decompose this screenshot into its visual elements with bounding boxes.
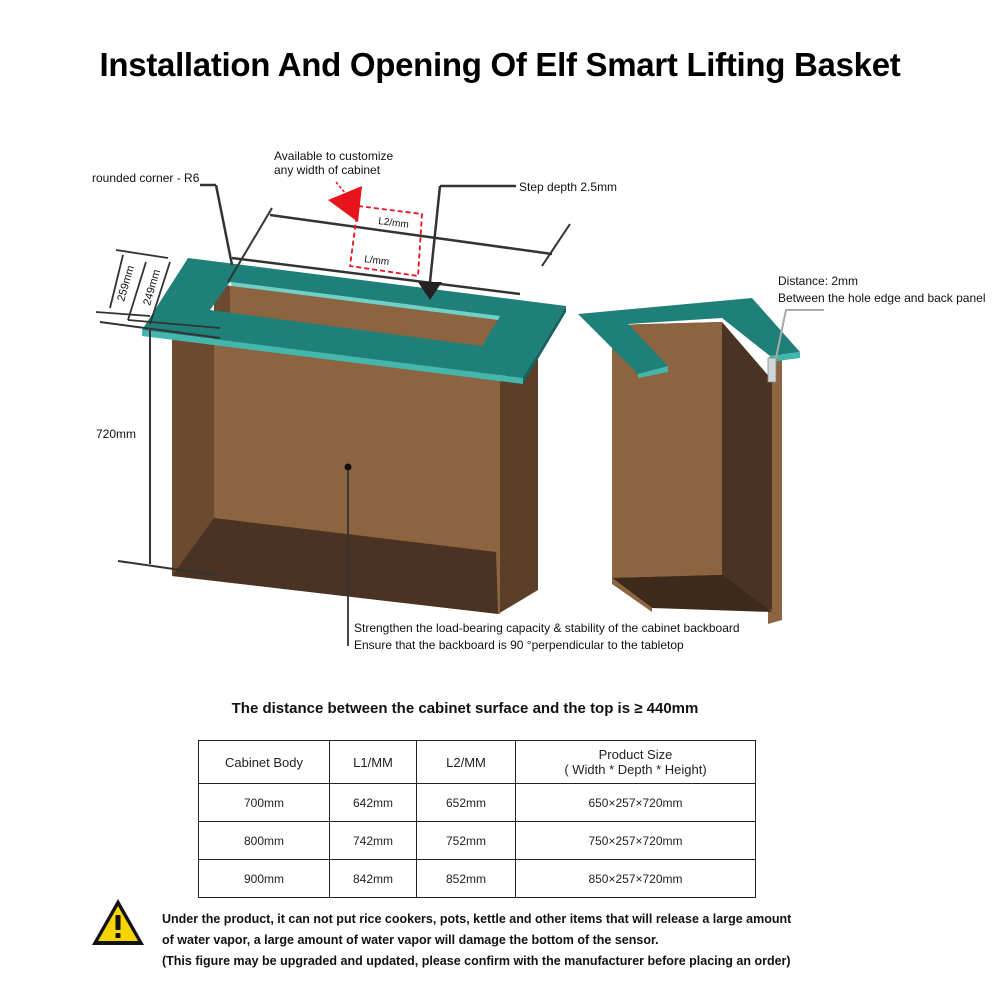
countertop-front-edge (142, 330, 523, 384)
cell-cabinet-body: 700mm (198, 783, 330, 822)
page-title: Installation And Opening Of Elf Smart Li… (99, 46, 901, 83)
hole-step-edge (230, 282, 500, 320)
header-l2: L2/MM (416, 740, 516, 784)
warning-line-2: of water vapor, a large amount of water … (162, 933, 659, 947)
cell-l2: 752mm (416, 821, 516, 860)
depth-inner-label: 249mm (141, 268, 163, 307)
cell-l2: 852mm (416, 859, 516, 898)
distance-label-line2: Between the hole edge and back panel (778, 291, 986, 305)
red-arrow-icon (328, 186, 362, 222)
warning-line-1: Under the product, it can not put rice c… (162, 912, 792, 926)
l2-label: L2/mm (378, 216, 410, 231)
customize-label-line2: any width of cabinet (274, 163, 381, 177)
table-row: 700mm 642mm 652mm 650×257×720mm (198, 783, 756, 822)
header-product-size-sub: ( Width * Depth * Height) (564, 762, 707, 777)
table-header-row: Cabinet Body L1/MM L2/MM Product Size ( … (198, 740, 756, 784)
right-cabinet-section (578, 298, 800, 624)
installation-diagram: Available to customize any width of cabi… (92, 149, 986, 652)
header-product-size: Product Size ( Width * Depth * Height) (515, 740, 756, 784)
table-row: 900mm 842mm 852mm 850×257×720mm (198, 859, 756, 898)
section-countertop (578, 298, 800, 374)
cell-l1: 642mm (329, 783, 417, 822)
warning-line-3: (This figure may be upgraded and updated… (162, 954, 791, 968)
header-product-size-title: Product Size (598, 747, 673, 762)
cell-l1: 842mm (329, 859, 417, 898)
cabinet-side-panel (498, 356, 538, 614)
cell-product-size: 750×257×720mm (515, 821, 756, 860)
l-label: L/mm (364, 254, 390, 268)
cell-cabinet-body: 900mm (198, 859, 330, 898)
height-label: 720mm (96, 427, 136, 441)
warning-triangle-icon (92, 899, 144, 945)
distance-label-line1: Distance: 2mm (778, 274, 858, 288)
customize-marker (328, 181, 423, 278)
left-cabinet (142, 258, 566, 614)
section-front-panel (612, 322, 722, 578)
rounded-corner-label: rounded corner - R6 (92, 171, 200, 185)
backboard-label-line1: Strengthen the load-bearing capacity & s… (354, 621, 740, 635)
step-depth-arrowhead (418, 282, 442, 300)
clearance-note: The distance between the cabinet surface… (231, 700, 699, 717)
cabinet-inner-floor (172, 518, 498, 614)
backboard-label-line2: Ensure that the backboard is 90 °perpend… (354, 638, 684, 652)
step-depth-label: Step depth 2.5mm (519, 180, 617, 194)
cell-product-size: 650×257×720mm (515, 783, 756, 822)
countertop (142, 258, 566, 378)
table-row: 800mm 742mm 752mm 750×257×720mm (198, 821, 756, 860)
customize-label-line1: Available to customize (274, 149, 394, 163)
header-cabinet-body: Cabinet Body (198, 740, 330, 784)
dimension-lines (95, 183, 824, 646)
warning-text: Under the product, it can not put rice c… (162, 909, 802, 972)
cell-product-size: 850×257×720mm (515, 859, 756, 898)
cabinet-inner-back (214, 340, 498, 552)
cell-l1: 742mm (329, 821, 417, 860)
spec-table: Cabinet Body L1/MM L2/MM Product Size ( … (198, 740, 756, 898)
cell-l2: 652mm (416, 783, 516, 822)
cabinet-inner-left (172, 335, 214, 576)
header-l1: L1/MM (329, 740, 417, 784)
cell-cabinet-body: 800mm (198, 821, 330, 860)
